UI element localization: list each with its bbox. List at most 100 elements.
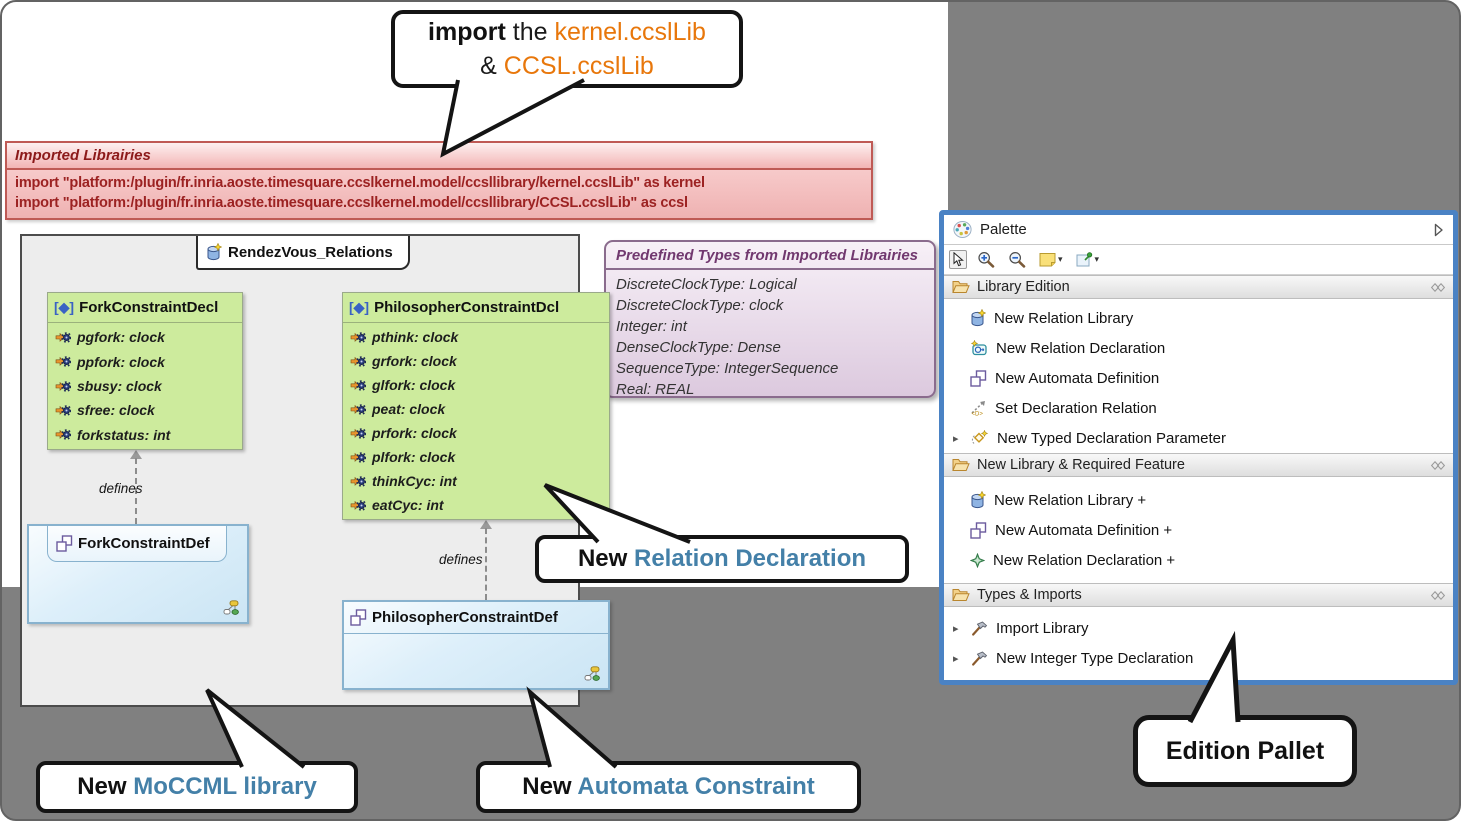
edition-pallet-callout-text: Edition Pallet — [1165, 737, 1325, 765]
attribute-row[interactable]: thinkCyc: int — [343, 469, 609, 493]
diagram-frame-tab[interactable]: RendezVous_Relations — [196, 236, 410, 270]
palette-item-label: New Automata Definition — [995, 369, 1160, 387]
pin-section-icon[interactable] — [1431, 460, 1445, 470]
attribute-row[interactable]: eatCyc: int — [343, 493, 609, 517]
relation-declaration-callout-text: New Relation Declaration — [578, 542, 866, 576]
automata-definition-icon — [56, 535, 73, 552]
dropdown-caret-icon: ▾ — [1094, 254, 1100, 264]
def-header-tab[interactable]: ForkConstraintDef — [47, 526, 227, 562]
imported-libraries-panel[interactable]: Imported Librairies import "platform:/pl… — [5, 141, 873, 220]
decl-attributes: pthink: clock grfork: clock glfork: cloc… — [343, 323, 609, 519]
attribute-row[interactable]: glfork: clock — [343, 373, 609, 397]
palette-section-new-library-required-feature[interactable]: New Library & Required Feature — [944, 453, 1453, 477]
collapse-chevron-icon[interactable] — [1434, 223, 1444, 237]
palette-item-new-relation-library-plus[interactable]: New Relation Library + — [944, 485, 1453, 515]
new-word: New — [522, 773, 572, 800]
fork-constraint-decl-box[interactable]: [◆] ForkConstraintDecl pgfork: clock ppf… — [47, 292, 243, 450]
def-name: ForkConstraintDef — [78, 535, 210, 552]
svg-text:<D>: <D> — [972, 412, 984, 417]
expander-icon[interactable]: ▸ — [953, 432, 959, 445]
attribute-row[interactable]: peat: clock — [343, 397, 609, 421]
attribute-row[interactable]: pthink: clock — [343, 325, 609, 349]
automata-definition-icon — [350, 609, 367, 626]
kernel-lib-name: kernel.ccslLib — [554, 18, 706, 46]
fork-constraint-def-box[interactable]: ForkConstraintDef — [27, 524, 249, 624]
palette-item-new-relation-declaration[interactable]: New Relation Declaration — [944, 333, 1453, 363]
relation-library-icon — [970, 491, 986, 509]
palette-item-label: New Typed Declaration Parameter — [997, 429, 1226, 447]
defines-edge-label: defines — [439, 552, 483, 567]
palette-item-label: New Relation Library — [994, 309, 1134, 327]
automata-constraint-words: Automata Constraint — [577, 773, 815, 800]
palette-section-types-imports[interactable]: Types & Imports — [944, 583, 1453, 607]
clock-parameter-icon — [55, 380, 71, 393]
palette-item-new-typed-declaration-parameter[interactable]: ▸ New Typed Declaration Parameter — [944, 423, 1453, 453]
zoom-out-button[interactable] — [1005, 249, 1029, 270]
import-statement-kernel: import "platform:/plugin/fr.inria.aoste.… — [15, 175, 705, 191]
defines-arrowhead — [130, 450, 142, 459]
palette-item-new-integer-type-declaration[interactable]: ▸ New Integer Type Declaration — [944, 643, 1453, 673]
type-entry: DenseClockType: Dense — [616, 339, 781, 356]
attribute-row[interactable]: ppfork: clock — [48, 349, 242, 373]
defines-arrowhead — [480, 520, 492, 529]
automata-definition-icon — [970, 369, 987, 387]
relation-library-icon — [206, 243, 222, 261]
palette-item-new-automata-definition-plus[interactable]: New Automata Definition + — [944, 515, 1453, 545]
palette-section-label: Types & Imports — [977, 587, 1082, 603]
attribute-text: eatCyc: int — [372, 497, 444, 513]
palette-section-label: Library Edition — [977, 279, 1070, 295]
predefined-types-panel[interactable]: Predefined Types from Imported Librairie… — [604, 240, 936, 398]
ccsl-lib-name: CCSL.ccslLib — [503, 52, 654, 80]
decl-name: PhilosopherConstraintDcl — [374, 299, 560, 316]
palette-header[interactable]: Palette — [944, 215, 1453, 245]
pinned-note-icon — [1076, 251, 1093, 268]
relation-library-icon — [970, 309, 986, 327]
import-callout-line2: & CCSL.ccslLib — [480, 49, 654, 83]
palette-section-library-edition[interactable]: Library Edition — [944, 275, 1453, 299]
palette-item-new-relation-declaration-plus[interactable]: New Relation Declaration + — [944, 545, 1453, 575]
palette-items-types-imports: ▸ Import Library ▸ New Integer Type Decl… — [944, 607, 1453, 673]
expander-icon[interactable]: ▸ — [953, 652, 959, 665]
decl-header[interactable]: [◆] ForkConstraintDecl — [48, 293, 242, 323]
attribute-row[interactable]: sfree: clock — [48, 398, 242, 422]
attribute-row[interactable]: grfork: clock — [343, 349, 609, 373]
moccml-library-words: MoCCML library — [133, 773, 317, 800]
select-tool-button[interactable] — [949, 250, 967, 269]
decl-header[interactable]: [◆] PhilosopherConstraintDcl — [343, 293, 609, 323]
palette-item-import-library[interactable]: ▸ Import Library — [944, 613, 1453, 643]
palette-toolbar: ▾ ▾ — [944, 245, 1453, 275]
note-icon — [1039, 252, 1056, 267]
typed-declaration-parameter-icon — [971, 430, 989, 446]
automata-constraint-callout-bubble: New Automata Constraint — [476, 761, 861, 813]
attribute-row[interactable]: sbusy: clock — [48, 374, 242, 398]
pinned-note-tool-button[interactable]: ▾ — [1073, 250, 1103, 270]
palette-item-set-declaration-relation[interactable]: <D> Set Declaration Relation — [944, 393, 1453, 423]
defines-edge[interactable] — [135, 458, 137, 524]
attribute-row[interactable]: prfork: clock — [343, 421, 609, 445]
type-entry: Real: REAL — [616, 381, 695, 398]
palette-item-new-automata-definition[interactable]: New Automata Definition — [944, 363, 1453, 393]
set-declaration-relation-icon: <D> — [970, 400, 987, 416]
def-header[interactable]: PhilosopherConstraintDef — [344, 602, 608, 634]
automata-callout-text: New Automata Constraint — [522, 770, 814, 804]
pin-section-icon[interactable] — [1431, 282, 1445, 292]
pin-section-icon[interactable] — [1431, 590, 1445, 600]
palette-title: Palette — [980, 221, 1027, 238]
zoom-in-button[interactable] — [974, 249, 998, 270]
expander-icon[interactable]: ▸ — [953, 622, 959, 635]
attribute-text: plfork: clock — [372, 449, 456, 465]
philosopher-constraint-def-box[interactable]: PhilosopherConstraintDef — [342, 600, 610, 690]
palette-item-label: New Relation Declaration — [996, 339, 1166, 357]
new-word: New — [577, 545, 628, 572]
note-tool-button[interactable]: ▾ — [1036, 250, 1066, 269]
philosopher-constraint-decl-box[interactable]: [◆] PhilosopherConstraintDcl pthink: clo… — [342, 292, 610, 520]
attribute-row[interactable]: forkstatus: int — [48, 423, 242, 447]
attribute-row[interactable]: plfork: clock — [343, 445, 609, 469]
defines-edge[interactable] — [485, 528, 487, 600]
dropdown-caret-icon: ▾ — [1058, 254, 1063, 264]
int-parameter-icon — [350, 475, 366, 488]
palette-item-new-relation-library[interactable]: New Relation Library — [944, 303, 1453, 333]
int-parameter-icon — [55, 428, 71, 441]
attribute-row[interactable]: pgfork: clock — [48, 325, 242, 349]
relation-declaration-words: Relation Declaration — [633, 545, 867, 572]
